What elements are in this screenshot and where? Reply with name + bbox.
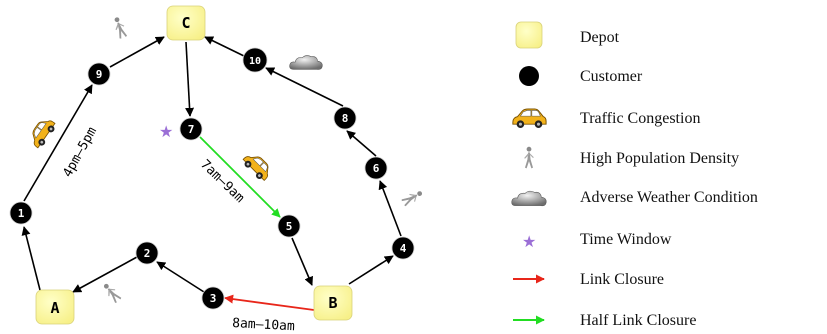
edge-a-1 — [21, 226, 41, 291]
legend-item-customer: Customer — [519, 66, 643, 86]
walking-person-icon — [111, 15, 129, 40]
time-window-label-1-9: 4pm–5pm — [60, 125, 100, 180]
legend: Depot Customer Traffic Congestion High P… — [511, 21, 758, 329]
customer-label: 8 — [342, 112, 349, 125]
depot-node-b: B — [313, 285, 353, 321]
car-icon — [512, 108, 547, 129]
depot-label: B — [328, 294, 337, 312]
customer-dot-icon — [519, 66, 539, 86]
customer-node-5: 5 — [277, 214, 301, 238]
legend-label-link-closure: Link Closure — [580, 271, 664, 288]
cloud-icon — [511, 190, 547, 207]
legend-item-depot: Depot — [515, 21, 620, 49]
edge-c-7 — [185, 41, 195, 117]
edge-4-6 — [378, 180, 402, 237]
customer-label: 5 — [286, 220, 293, 233]
cloud-icon — [289, 55, 323, 70]
legend-label-time-window: Time Window — [580, 231, 672, 248]
customer-label: 10 — [249, 56, 261, 67]
walking-person-icon — [524, 146, 534, 169]
legend-label-customer: Customer — [580, 68, 643, 85]
walking-person-icon — [400, 188, 425, 208]
customer-label: 6 — [373, 162, 380, 175]
depot-swatch-icon — [515, 21, 543, 49]
legend-label-adverse-weather: Adverse Weather Condition — [580, 189, 758, 206]
edge-3-2 — [156, 261, 205, 293]
legend-label-half-link-closure: Half Link Closure — [580, 312, 696, 329]
edge-9-c — [109, 36, 165, 68]
depot-node-a: A — [35, 289, 75, 325]
customer-node-10: 10 — [242, 47, 268, 73]
customer-node-9: 9 — [87, 62, 111, 86]
car-icon — [26, 115, 59, 151]
customer-label: 9 — [96, 68, 103, 81]
customer-node-6: 6 — [364, 156, 388, 180]
legend-item-adverse-weather: Adverse Weather Condition — [511, 189, 758, 207]
legend-label-depot: Depot — [580, 29, 620, 46]
edge-8-10 — [265, 67, 344, 107]
customer-node-1: 1 — [9, 201, 33, 225]
edge-b-4 — [348, 255, 394, 285]
customer-label: 7 — [188, 123, 195, 136]
star-icon: ★ — [522, 232, 536, 251]
edge-2-a — [72, 256, 138, 293]
depot-label: C — [181, 14, 190, 32]
customer-node-4: 4 — [391, 236, 415, 260]
customer-label: 4 — [400, 242, 407, 255]
customer-node-7: 7 — [179, 117, 203, 141]
legend-item-time-window: ★ Time Window — [522, 231, 672, 251]
time-window-label-7-5: 7am–9am — [197, 157, 247, 206]
walking-person-icon — [101, 281, 123, 305]
car-icon — [240, 149, 275, 184]
customer-label: 1 — [18, 207, 25, 220]
legend-label-high-population-density: High Population Density — [580, 150, 739, 167]
legend-item-half-link-closure: Half Link Closure — [513, 312, 696, 329]
star-icon: ★ — [159, 122, 173, 141]
edge-5-b — [291, 237, 313, 286]
customer-node-2: 2 — [135, 241, 159, 265]
edge-10-c — [204, 36, 245, 57]
customer-label: 2 — [144, 247, 151, 260]
edge-7-5-half-link-closure — [199, 136, 281, 218]
edge-1-9 — [23, 84, 93, 202]
customer-node-3: 3 — [201, 286, 225, 310]
legend-item-traffic-congestion: Traffic Congestion — [512, 108, 700, 129]
customer-label: 3 — [210, 292, 217, 305]
route-edges — [21, 36, 402, 311]
depot-label: A — [50, 299, 59, 317]
legend-item-high-population-density: High Population Density — [524, 146, 739, 169]
depot-node-c: C — [166, 5, 206, 41]
legend-label-traffic-congestion: Traffic Congestion — [580, 110, 700, 127]
customer-node-8: 8 — [333, 106, 357, 130]
edge-6-8 — [346, 130, 377, 157]
legend-item-link-closure: Link Closure — [513, 271, 664, 288]
time-window-label-b-3: 8am–10am — [232, 316, 295, 334]
edge-b-3-link-closure — [224, 294, 315, 311]
